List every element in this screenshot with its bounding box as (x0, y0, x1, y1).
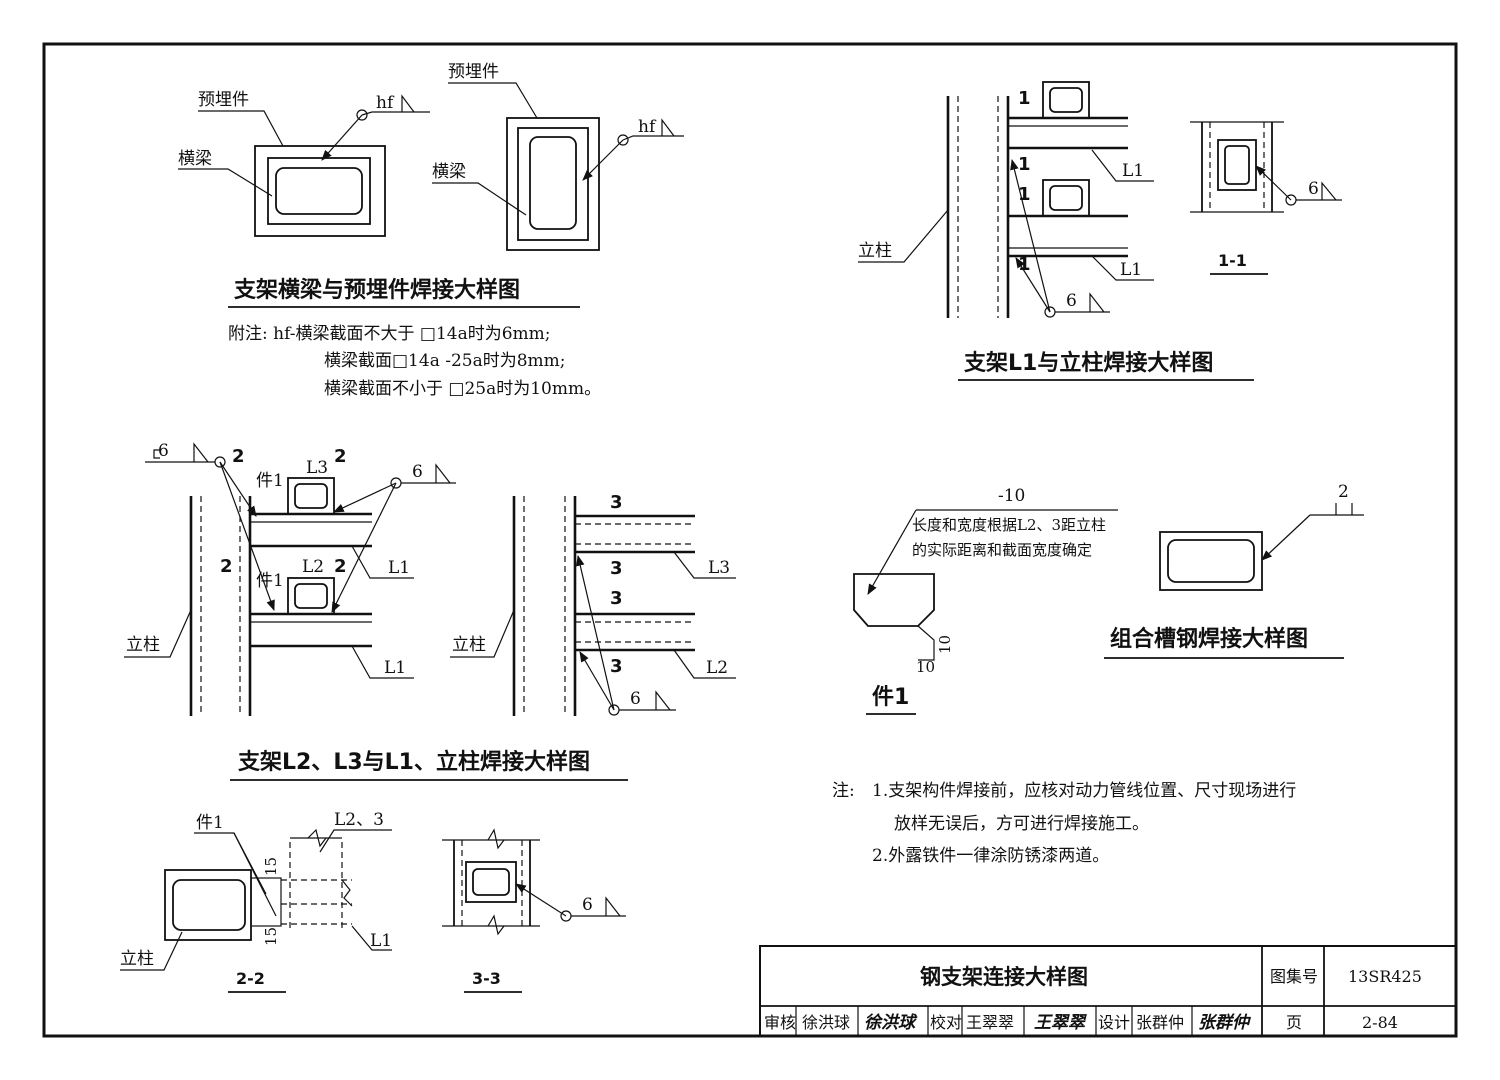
column-label-mid: 立柱 (126, 635, 160, 655)
note-1-line-1: 1.支架构件焊接前，应核对动力管线位置、尺寸现场进行 (872, 781, 1296, 801)
weld-size-11: 6 (1308, 179, 1319, 199)
section-mark-2a: 2 (232, 446, 245, 467)
checker-label: 校对 (930, 1013, 962, 1032)
section-mark-2d: 2 (334, 556, 347, 577)
section-mark-3a: 3 (610, 492, 623, 513)
section-mark-1b: 1 (1018, 154, 1031, 175)
note-2: 2.外露铁件一律涂防锈漆两道。 (872, 846, 1109, 866)
l2l3-title: 支架L2、L3与L1、立柱焊接大样图 (238, 749, 590, 775)
checker-signature: 王翠翠 (1034, 1013, 1087, 1033)
part1-label-a: 件1 (256, 471, 284, 491)
weld-symbol-hf-2: hf (638, 117, 657, 137)
l1-column-weld-detail: 1 1 1 1 6 立柱 L1 L1 6 1-1 支架L1与立柱焊接大样图 (858, 81, 1342, 381)
weld-symbol-hf-1: hf (376, 93, 395, 113)
note-1-line-2: 放样无误后，方可进行焊接施工。 (894, 814, 1149, 834)
atlas-no-label: 图集号 (1270, 967, 1318, 986)
section-mark-1a: 1 (1018, 88, 1031, 109)
part1-note-1: 长度和宽度根据L2、3距立柱 (912, 516, 1106, 534)
beam-weld-note-3: 横梁截面不小于 □25a时为10mm。 (324, 379, 601, 399)
section-mark-2b: 2 (334, 446, 347, 467)
section-33-detail: 6 3-3 (442, 828, 626, 993)
beam-weld-title: 支架横梁与预埋件焊接大样图 (234, 277, 520, 303)
reviewer-label: 审核 (764, 1013, 796, 1032)
title-block: 钢支架连接大样图 图集号 13SR425 审核 徐洪球 徐洪球 校对 王翠翠 王… (759, 945, 1457, 1037)
beam-label-2: 横梁 (432, 162, 466, 182)
column-label-top: 立柱 (858, 241, 892, 261)
member-l1-label-c: L1 (388, 558, 410, 578)
plate-thickness: -10 (998, 486, 1025, 506)
beam-label: 横梁 (178, 149, 212, 169)
part1-dim-a: 10 (936, 635, 954, 654)
designer-name: 张群仲 (1136, 1013, 1184, 1032)
section22-member-label: L2、3 (334, 810, 384, 830)
section-mark-2c: 2 (220, 556, 233, 577)
section-mark-3b: 3 (610, 558, 623, 579)
atlas-no: 13SR425 (1348, 967, 1422, 986)
part1-detail: -10 长度和宽度根据L2、3距立柱 的实际距离和截面宽度确定 10 10 件1 (853, 486, 1118, 715)
designer-signature: 张群仲 (1198, 1013, 1252, 1033)
dim-15-a: 15 (262, 857, 280, 876)
part1-dim-b: 10 (916, 658, 935, 676)
page-number: 2-84 (1362, 1013, 1398, 1032)
weld-size-l2l3-c: 6 (630, 689, 641, 709)
combined-channel-title: 组合槽钢焊接大样图 (1110, 626, 1308, 652)
weld-size-l2l3-a: 6 (158, 441, 169, 461)
sheet-border (42, 42, 1458, 1038)
section-11-label: 1-1 (1218, 251, 1247, 270)
member-l3-label: L3 (306, 458, 328, 478)
reviewer-signature: 徐洪球 (864, 1013, 918, 1033)
page-label: 页 (1286, 1013, 1302, 1032)
part1-label-b: 件1 (256, 571, 284, 591)
section22-part-label: 件1 (196, 813, 224, 833)
checker-name: 王翠翠 (966, 1013, 1014, 1032)
member-l1-label-b: L1 (1120, 260, 1142, 280)
section22-l1-label: L1 (370, 931, 392, 951)
member-l1-label-a: L1 (1122, 161, 1144, 181)
section-mark-3c: 3 (610, 588, 623, 609)
weld-size-l2l3-b: 6 (412, 462, 423, 482)
dim-15-b: 15 (262, 927, 280, 946)
beam-weld-note-1: 附注: hf-横梁截面不大于 □14a时为6mm; (228, 324, 551, 344)
part1-title: 件1 (872, 685, 909, 710)
combined-channel-detail: 2 组合槽钢焊接大样图 (1104, 482, 1364, 659)
section-mark-1c: 1 (1018, 184, 1031, 205)
weld-size-l1: 6 (1066, 291, 1077, 311)
designer-label: 设计 (1098, 1013, 1130, 1032)
section-mark-3d: 3 (610, 656, 623, 677)
section22-column-label: 立柱 (120, 949, 154, 969)
combined-weld-size: 2 (1338, 482, 1349, 502)
drawing-title: 钢支架连接大样图 (920, 965, 1088, 989)
column-label-mid-b: 立柱 (452, 635, 486, 655)
section-22-detail: 15 15 件1 L2、3 L1 立柱 2-2 (120, 810, 392, 993)
part1-note-2: 的实际距离和截面宽度确定 (912, 541, 1092, 559)
member-l2-label: L2 (302, 557, 324, 577)
l1-column-title: 支架L1与立柱焊接大样图 (964, 350, 1213, 376)
general-notes: 注: 1.支架构件焊接前，应核对动力管线位置、尺寸现场进行 放样无误后，方可进行… (832, 781, 1296, 866)
section-33-label: 3-3 (472, 969, 501, 988)
embedded-part-label-2: 预埋件 (448, 62, 499, 82)
embedded-part-label: 预埋件 (198, 90, 249, 110)
beam-embedded-weld-detail: 预埋件 横梁 hf 预埋件 横梁 hf 支架横梁与预埋件焊接大样图 附注: hf… (178, 62, 684, 399)
notes-prefix: 注: (832, 781, 855, 801)
l2l3-weld-detail: L3 L2 件1 件1 2 2 2 2 6 6 L1 L1 立柱 (124, 441, 736, 781)
reviewer-name: 徐洪球 (802, 1013, 850, 1032)
member-l1-label-d: L1 (384, 658, 406, 678)
section33-weld-size: 6 (582, 895, 593, 915)
section-22-label: 2-2 (236, 969, 265, 988)
member-l2-label-b: L2 (706, 658, 728, 678)
member-l3-label-b: L3 (708, 558, 730, 578)
beam-weld-note-2: 横梁截面□14a -25a时为8mm; (324, 351, 566, 371)
